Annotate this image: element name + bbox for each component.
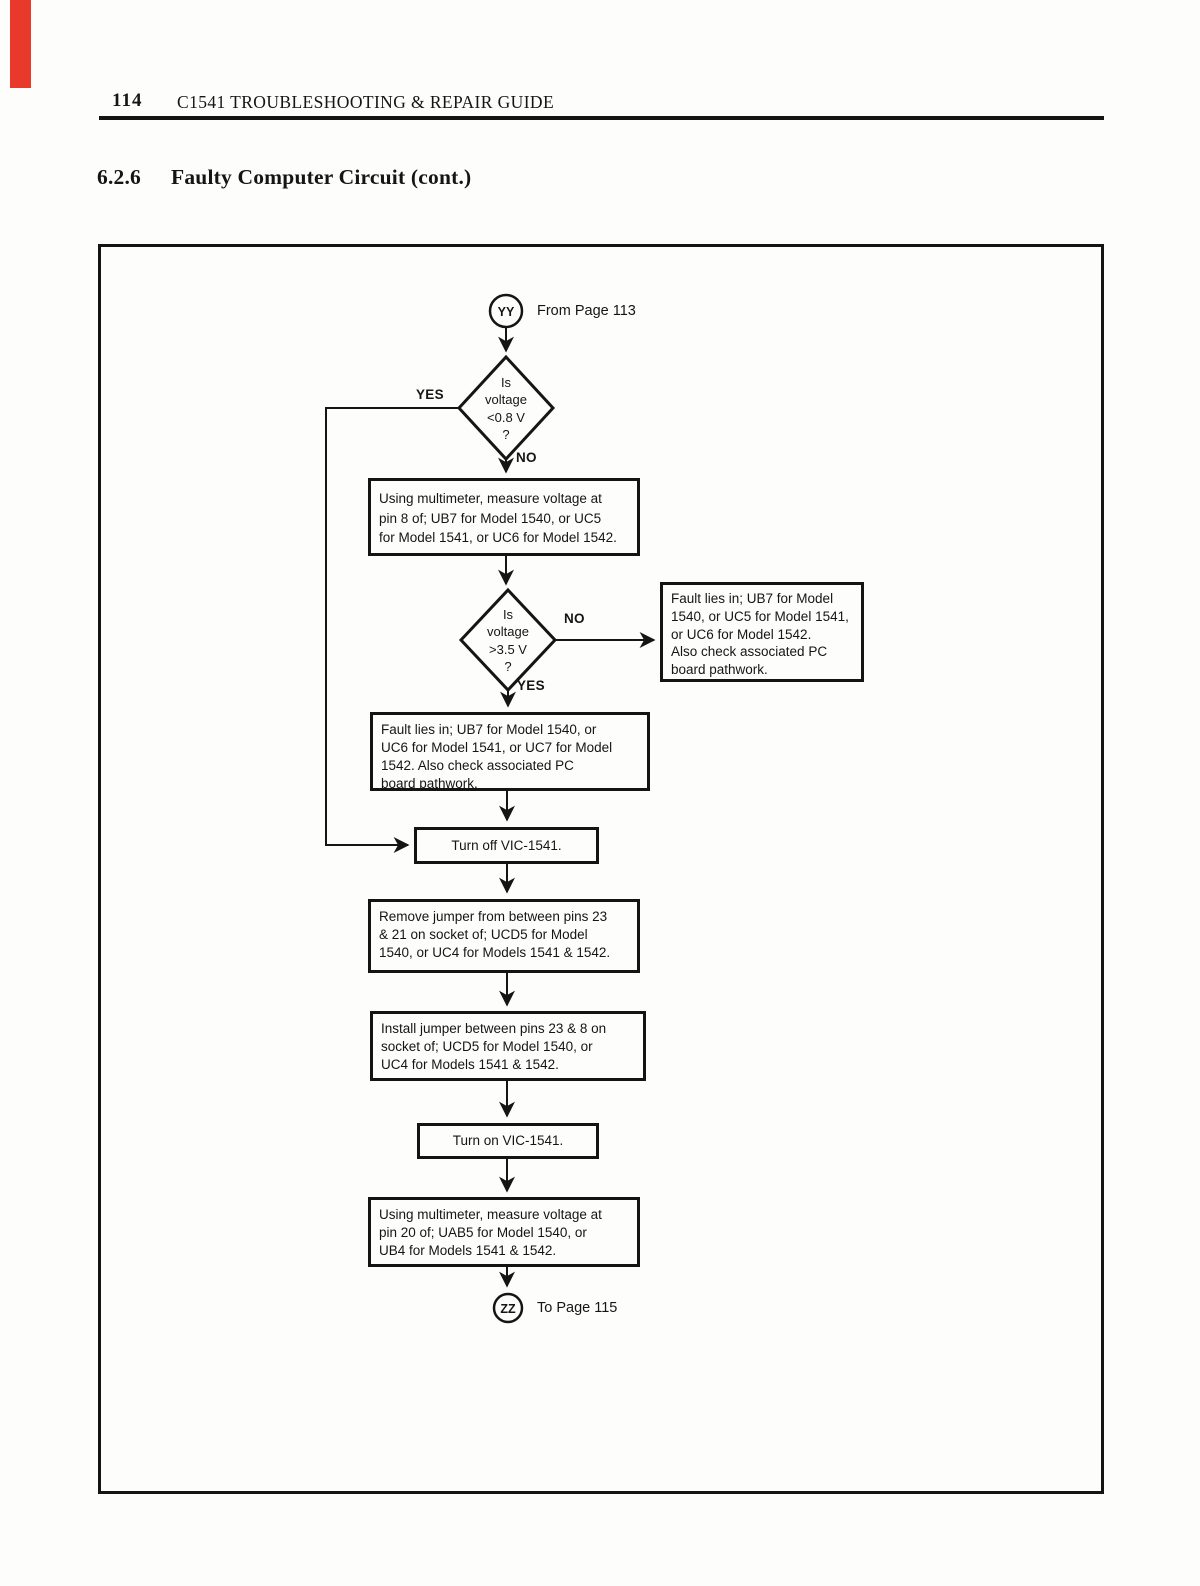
process-measure-pin20: Using multimeter, measure voltage at pin… [368,1197,640,1267]
end-connector-circle [492,1292,524,1324]
arrow-decision1-yes-to-turnoff [325,407,459,853]
end-connector-caption: To Page 115 [537,1300,618,1316]
start-connector-label: YY [498,305,515,319]
decision2-yes-label: YES [517,678,545,693]
decision1-no-label: NO [516,450,537,465]
section-number: 6.2.6 [97,165,141,189]
decision2-text: Is voltage >3.5 V ? [487,607,529,674]
process-turn-on: Turn on VIC-1541. [417,1123,599,1159]
start-connector-caption: From Page 113 [537,303,636,319]
running-header-title: C1541 TROUBLESHOOTING & REPAIR GUIDE [177,92,555,112]
decision1-text: Is voltage <0.8 V ? [485,375,527,442]
red-page-edge-marker [10,0,31,88]
process-turn-off: Turn off VIC-1541. [414,827,599,864]
process-install-jumper: Install jumper between pins 23 & 8 on so… [370,1011,646,1081]
decision2-diamond [458,587,558,693]
decision2-no-label: NO [564,611,585,626]
process-fault-yes-branch: Fault lies in; UB7 for Model 1540, or UC… [370,712,650,791]
process-measure-pin8: Using multimeter, measure voltage at pin… [368,478,640,556]
page-number: 114 [112,90,143,111]
flowchart-frame [98,244,1104,1494]
decision1-diamond [456,354,556,462]
header-rule [99,116,1104,120]
start-connector-circle [488,293,524,329]
section-title: Faulty Computer Circuit (cont.) [171,165,472,189]
end-connector-label: ZZ [500,1302,516,1316]
decision1-yes-label: YES [416,387,444,402]
section-heading: 6.2.6 Faulty Computer Circuit (cont.) [97,165,471,190]
process-remove-jumper: Remove jumper from between pins 23 & 21 … [368,899,640,973]
process-fault-no-branch: Fault lies in; UB7 for Model 1540, or UC… [660,582,864,682]
